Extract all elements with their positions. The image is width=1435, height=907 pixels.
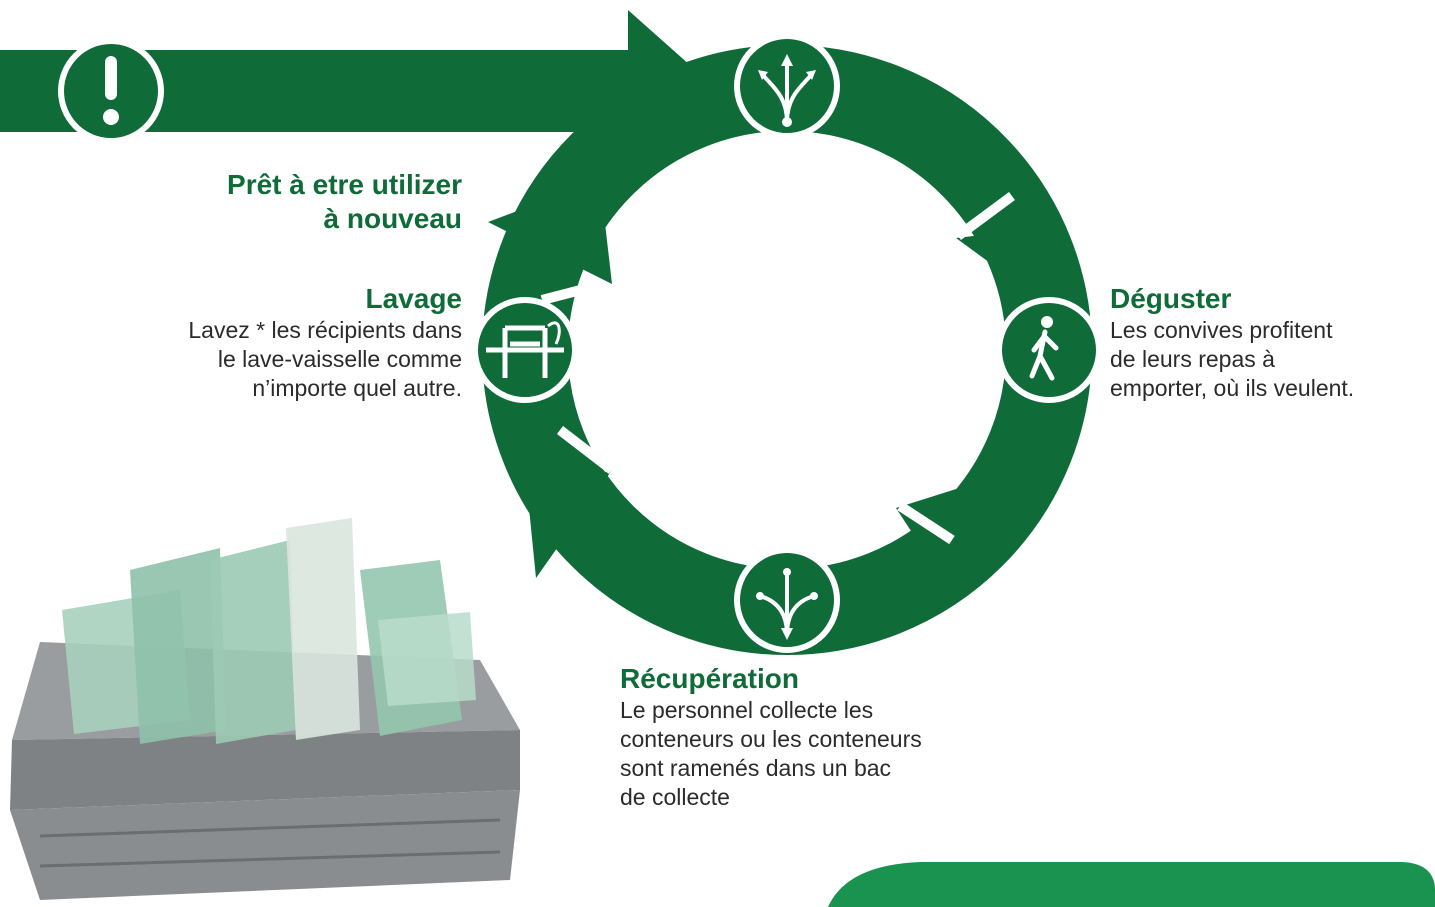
step-enjoy-line2: de leurs repas à (1110, 346, 1275, 372)
step-ready: Prêt à etre utilizer à nouveau (90, 168, 462, 236)
step-enjoy-line3: emporter, où ils veulent. (1110, 375, 1355, 401)
step-enjoy: Déguster Les convives profitent de leurs… (1110, 282, 1430, 403)
collection-arrows-icon (734, 547, 840, 653)
step-recover-line3: sont ramenés dans un bac (620, 755, 892, 781)
dishwasher-rack-icon (472, 297, 578, 403)
step-wash-line2: le lave-vaisselle comme (217, 346, 462, 372)
walking-person-icon (996, 297, 1102, 403)
step-wash-line3: n’importe quel autre. (252, 375, 462, 401)
step-enjoy-title: Déguster (1110, 283, 1232, 314)
accent-corner-shape (828, 862, 1435, 907)
step-ready-title-line1: Prêt à etre utilizer (227, 169, 462, 200)
distribution-arrows-icon (734, 33, 840, 139)
step-wash: Lavage Lavez * les récipients dans le la… (90, 282, 462, 403)
entry-arrow (0, 10, 718, 175)
step-recover-line2: conteneurs ou les conteneurs (620, 726, 922, 752)
step-enjoy-line1: Les convives profitent (1110, 317, 1333, 343)
step-wash-title: Lavage (365, 283, 463, 314)
step-ready-title-line2: à nouveau (323, 203, 462, 234)
step-recover-line4: de collecte (620, 784, 730, 810)
step-recover-line1: Le personnel collecte les (620, 697, 874, 723)
dish-rack-illustration (10, 518, 520, 900)
step-wash-line1: Lavez * les récipients dans (188, 317, 462, 343)
exclamation-icon (58, 38, 164, 144)
step-recover-title: Récupération (620, 663, 799, 694)
step-recover: Récupération Le personnel collecte les c… (620, 662, 1020, 812)
